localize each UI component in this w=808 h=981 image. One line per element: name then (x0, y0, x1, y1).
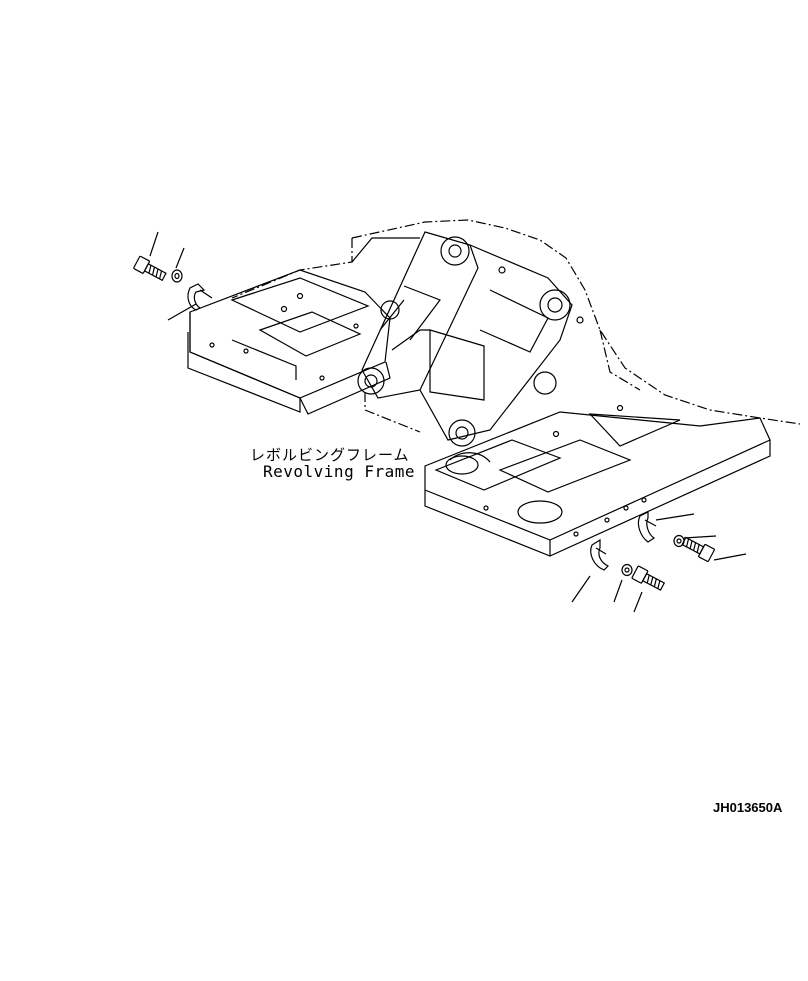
boom-mount-structure (351, 231, 584, 447)
drawing-code: JH013650A (713, 800, 783, 815)
leader-lines-right-upper (655, 513, 747, 561)
bracket-icon (187, 283, 213, 311)
bracket-icon (637, 511, 657, 543)
leader-lines-right-lower (571, 575, 643, 613)
washer-icon (621, 563, 633, 577)
bolt-icon (133, 255, 167, 282)
right-frame-box (424, 404, 771, 557)
washer-icon (171, 269, 183, 283)
part-name-english: Revolving Frame (263, 462, 415, 481)
bolt-icon (631, 565, 666, 591)
frame-outline (231, 219, 801, 433)
bolt-icon (681, 536, 715, 562)
part-name-japanese: レボルビングフレーム (250, 446, 410, 464)
bracket-icon (590, 538, 610, 571)
leader-lines-left (149, 231, 197, 321)
left-frame-box (187, 269, 391, 415)
